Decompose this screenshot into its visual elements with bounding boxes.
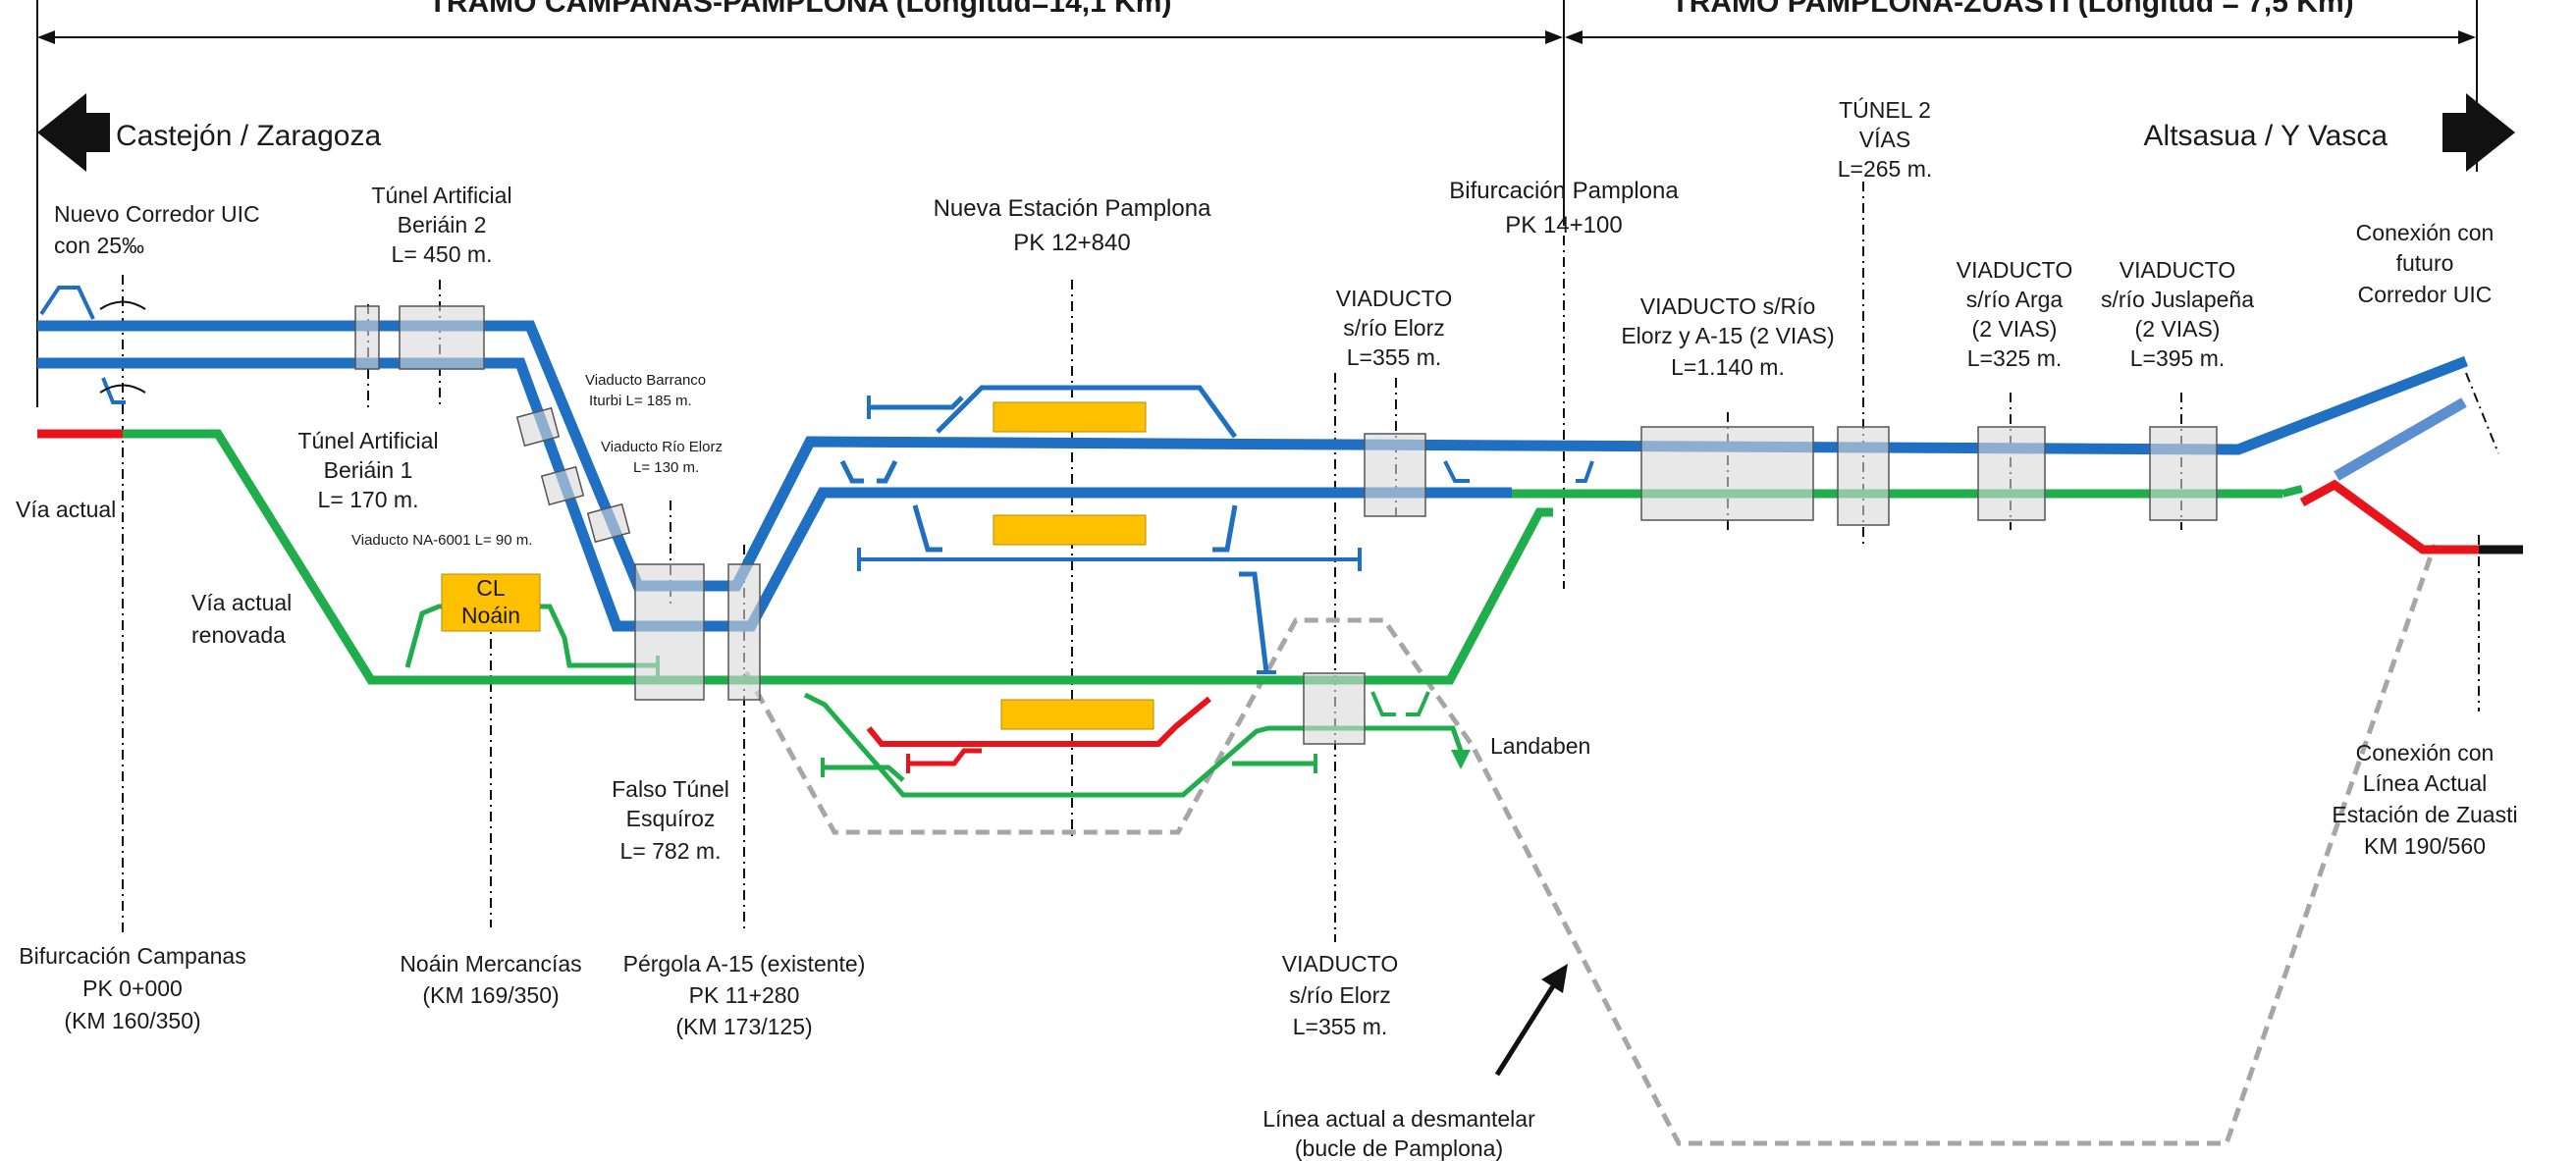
viad-arga-4: L=325 m. — [1967, 345, 2063, 371]
falso-tunel-1: Falso Túnel — [612, 776, 729, 802]
conexion-futuro-3: Corredor UIC — [2358, 282, 2493, 307]
viad-elorz-a15-1: VIADUCTO s/Río — [1640, 293, 1816, 319]
cl-noain-label-2: Noáin — [461, 603, 520, 628]
dismantle-pointer — [1494, 979, 1559, 1077]
conexion-zuasti-4: KM 190/560 — [2364, 833, 2486, 859]
viad-arga-3: (2 VIAS) — [1972, 316, 2058, 342]
viaduct-rio-elorz — [540, 465, 585, 506]
viad-juslapena-3: (2 VIAS) — [2135, 316, 2221, 342]
viad-rio-elorz-1: Viaducto Río Elorz — [601, 439, 723, 455]
tunel2-2: VÍAS — [1859, 127, 1910, 152]
stations: CL Noáin — [441, 401, 1154, 730]
viad-juslapena-4: L=395 m. — [2130, 345, 2226, 371]
station-platform-2 — [993, 514, 1147, 546]
landaben: Landaben — [1490, 733, 1590, 759]
bifurcacion-pamplona-2: PK 14+100 — [1505, 212, 1622, 238]
tunnel-beriain-1 — [354, 305, 380, 370]
noain-merc-1: Noáin Mercancías — [400, 951, 581, 976]
beriain1-3: L= 170 m. — [318, 487, 419, 512]
viad-elorz-a15-2: Elorz y A-15 (2 VIAS) — [1621, 323, 1834, 348]
beriain1-2: Beriáin 1 — [324, 457, 413, 483]
viad-elorz-bot-3: L=355 m. — [1293, 1014, 1388, 1039]
section-title-pamplona-zuasti: TRAMO PAMPLONA-ZUASTI (Longitud = 7,5 Km… — [1671, 0, 2353, 19]
labels: Nuevo Corredor UIC con 25‰ Túnel Artific… — [16, 97, 2518, 1161]
nueva-estacion-1: Nueva Estación Pamplona — [934, 195, 1211, 222]
viad-elorz-top-1: VIADUCTO — [1336, 286, 1452, 311]
viad-barranco-1: Viaducto Barranco — [585, 372, 706, 389]
tunel2-1: TÚNEL 2 — [1839, 97, 1931, 123]
structure-boxes — [354, 305, 2218, 745]
falso-tunel-esquiroz — [634, 563, 705, 701]
viad-juslapena-2: s/río Juslapeña — [2101, 287, 2254, 312]
current-line-red — [37, 429, 2523, 773]
tunnel-2-vias — [1837, 426, 1890, 526]
section-header: TRAMO CAMPANAS-PAMPLONA (Longitud=14,1 K… — [36, 0, 2478, 407]
viad-juslapena-1: VIADUCTO — [2120, 257, 2235, 283]
beriain2-1: Túnel Artificial — [371, 183, 511, 208]
falso-tunel-2: Esquíroz — [626, 806, 716, 831]
conexion-zuasti-2: Línea Actual — [2363, 770, 2488, 796]
pergola-a15 — [727, 563, 761, 701]
pergola-3: (KM 173/125) — [675, 1014, 812, 1039]
viaduct-elorz-a15 — [1640, 426, 1814, 521]
viaduct-na6001 — [586, 502, 631, 544]
desmantelar-2: (bucle de Pamplona) — [1295, 1135, 1503, 1161]
conexion-futuro-2: futuro — [2396, 250, 2454, 276]
viad-rio-elorz-2: L= 130 m. — [633, 459, 699, 476]
viaduct-juslapena — [2149, 426, 2218, 521]
viaduct-elorz-lower — [1303, 672, 1366, 745]
beriain1-1: Túnel Artificial — [297, 428, 438, 453]
destination-right: Altsasua / Y Vasca — [2144, 120, 2388, 152]
viad-elorz-top-3: L=355 m. — [1347, 344, 1442, 370]
pergola-1: Pérgola A-15 (existente) — [623, 951, 866, 976]
viad-na6001: Viaducto NA-6001 L= 90 m. — [351, 532, 532, 549]
viaduct-arga — [1977, 426, 2046, 521]
viad-elorz-bot-2: s/río Elorz — [1289, 982, 1391, 1008]
via-actual: Vía actual — [16, 497, 116, 522]
station-platform-1 — [993, 401, 1147, 433]
nuevo-corredor-2: con 25‰ — [54, 233, 144, 258]
dismantle-arrowhead-icon — [1541, 964, 1568, 993]
viad-elorz-a15-3: L=1.140 m. — [1671, 354, 1785, 380]
falso-tunel-3: L= 782 m. — [620, 838, 722, 864]
noain-merc-2: (KM 169/350) — [422, 982, 559, 1008]
viad-elorz-top-2: s/río Elorz — [1343, 315, 1445, 341]
via-renovada-2: renovada — [191, 622, 286, 648]
conexion-futuro-1: Conexión con — [2356, 220, 2495, 245]
viaduct-elorz-upper — [1364, 433, 1426, 517]
beriain2-2: Beriáin 2 — [398, 212, 487, 237]
viad-arga-1: VIADUCTO — [1957, 257, 2072, 283]
bif-campanas-1: Bifurcación Campanas — [19, 943, 245, 969]
nuevo-corredor-1: Nuevo Corredor UIC — [54, 201, 260, 227]
destination-left: Castejón / Zaragoza — [116, 120, 381, 152]
tunel2-3: L=265 m. — [1838, 156, 1933, 182]
arrow-left-icon — [37, 93, 110, 172]
bif-campanas-2: PK 0+000 — [82, 976, 183, 1001]
section-title-campanas-pamplona: TRAMO CAMPANAS-PAMPLONA (Longitud=14,1 K… — [429, 0, 1172, 19]
bifurcacion-pamplona-1: Bifurcación Pamplona — [1449, 178, 1679, 204]
viaduct-barranco-iturbi — [515, 406, 561, 448]
dismantled-line-central — [743, 544, 2438, 1146]
viad-barranco-2: Iturbi L= 185 m. — [589, 393, 692, 409]
bif-campanas-3: (KM 160/350) — [64, 1008, 200, 1033]
arrow-right-icon — [2442, 93, 2515, 172]
conexion-zuasti-3: Estación de Zuasti — [2332, 802, 2517, 827]
pergola-2: PK 11+280 — [689, 982, 800, 1008]
beriain2-3: L= 450 m. — [392, 241, 493, 267]
nueva-estacion-2: PK 12+840 — [1013, 230, 1130, 256]
viad-arga-2: s/río Arga — [1966, 287, 2064, 312]
via-renovada-1: Vía actual — [191, 590, 292, 615]
desmantelar-1: Línea actual a desmantelar — [1262, 1106, 1535, 1132]
station-platform-3 — [1000, 699, 1154, 730]
cl-noain-label-1: CL — [476, 575, 506, 601]
cl-noain-station — [441, 573, 541, 632]
tunnel-beriain-2 — [399, 305, 485, 370]
viad-elorz-bot-1: VIADUCTO — [1282, 951, 1398, 976]
conexion-zuasti-1: Conexión con — [2356, 740, 2495, 765]
